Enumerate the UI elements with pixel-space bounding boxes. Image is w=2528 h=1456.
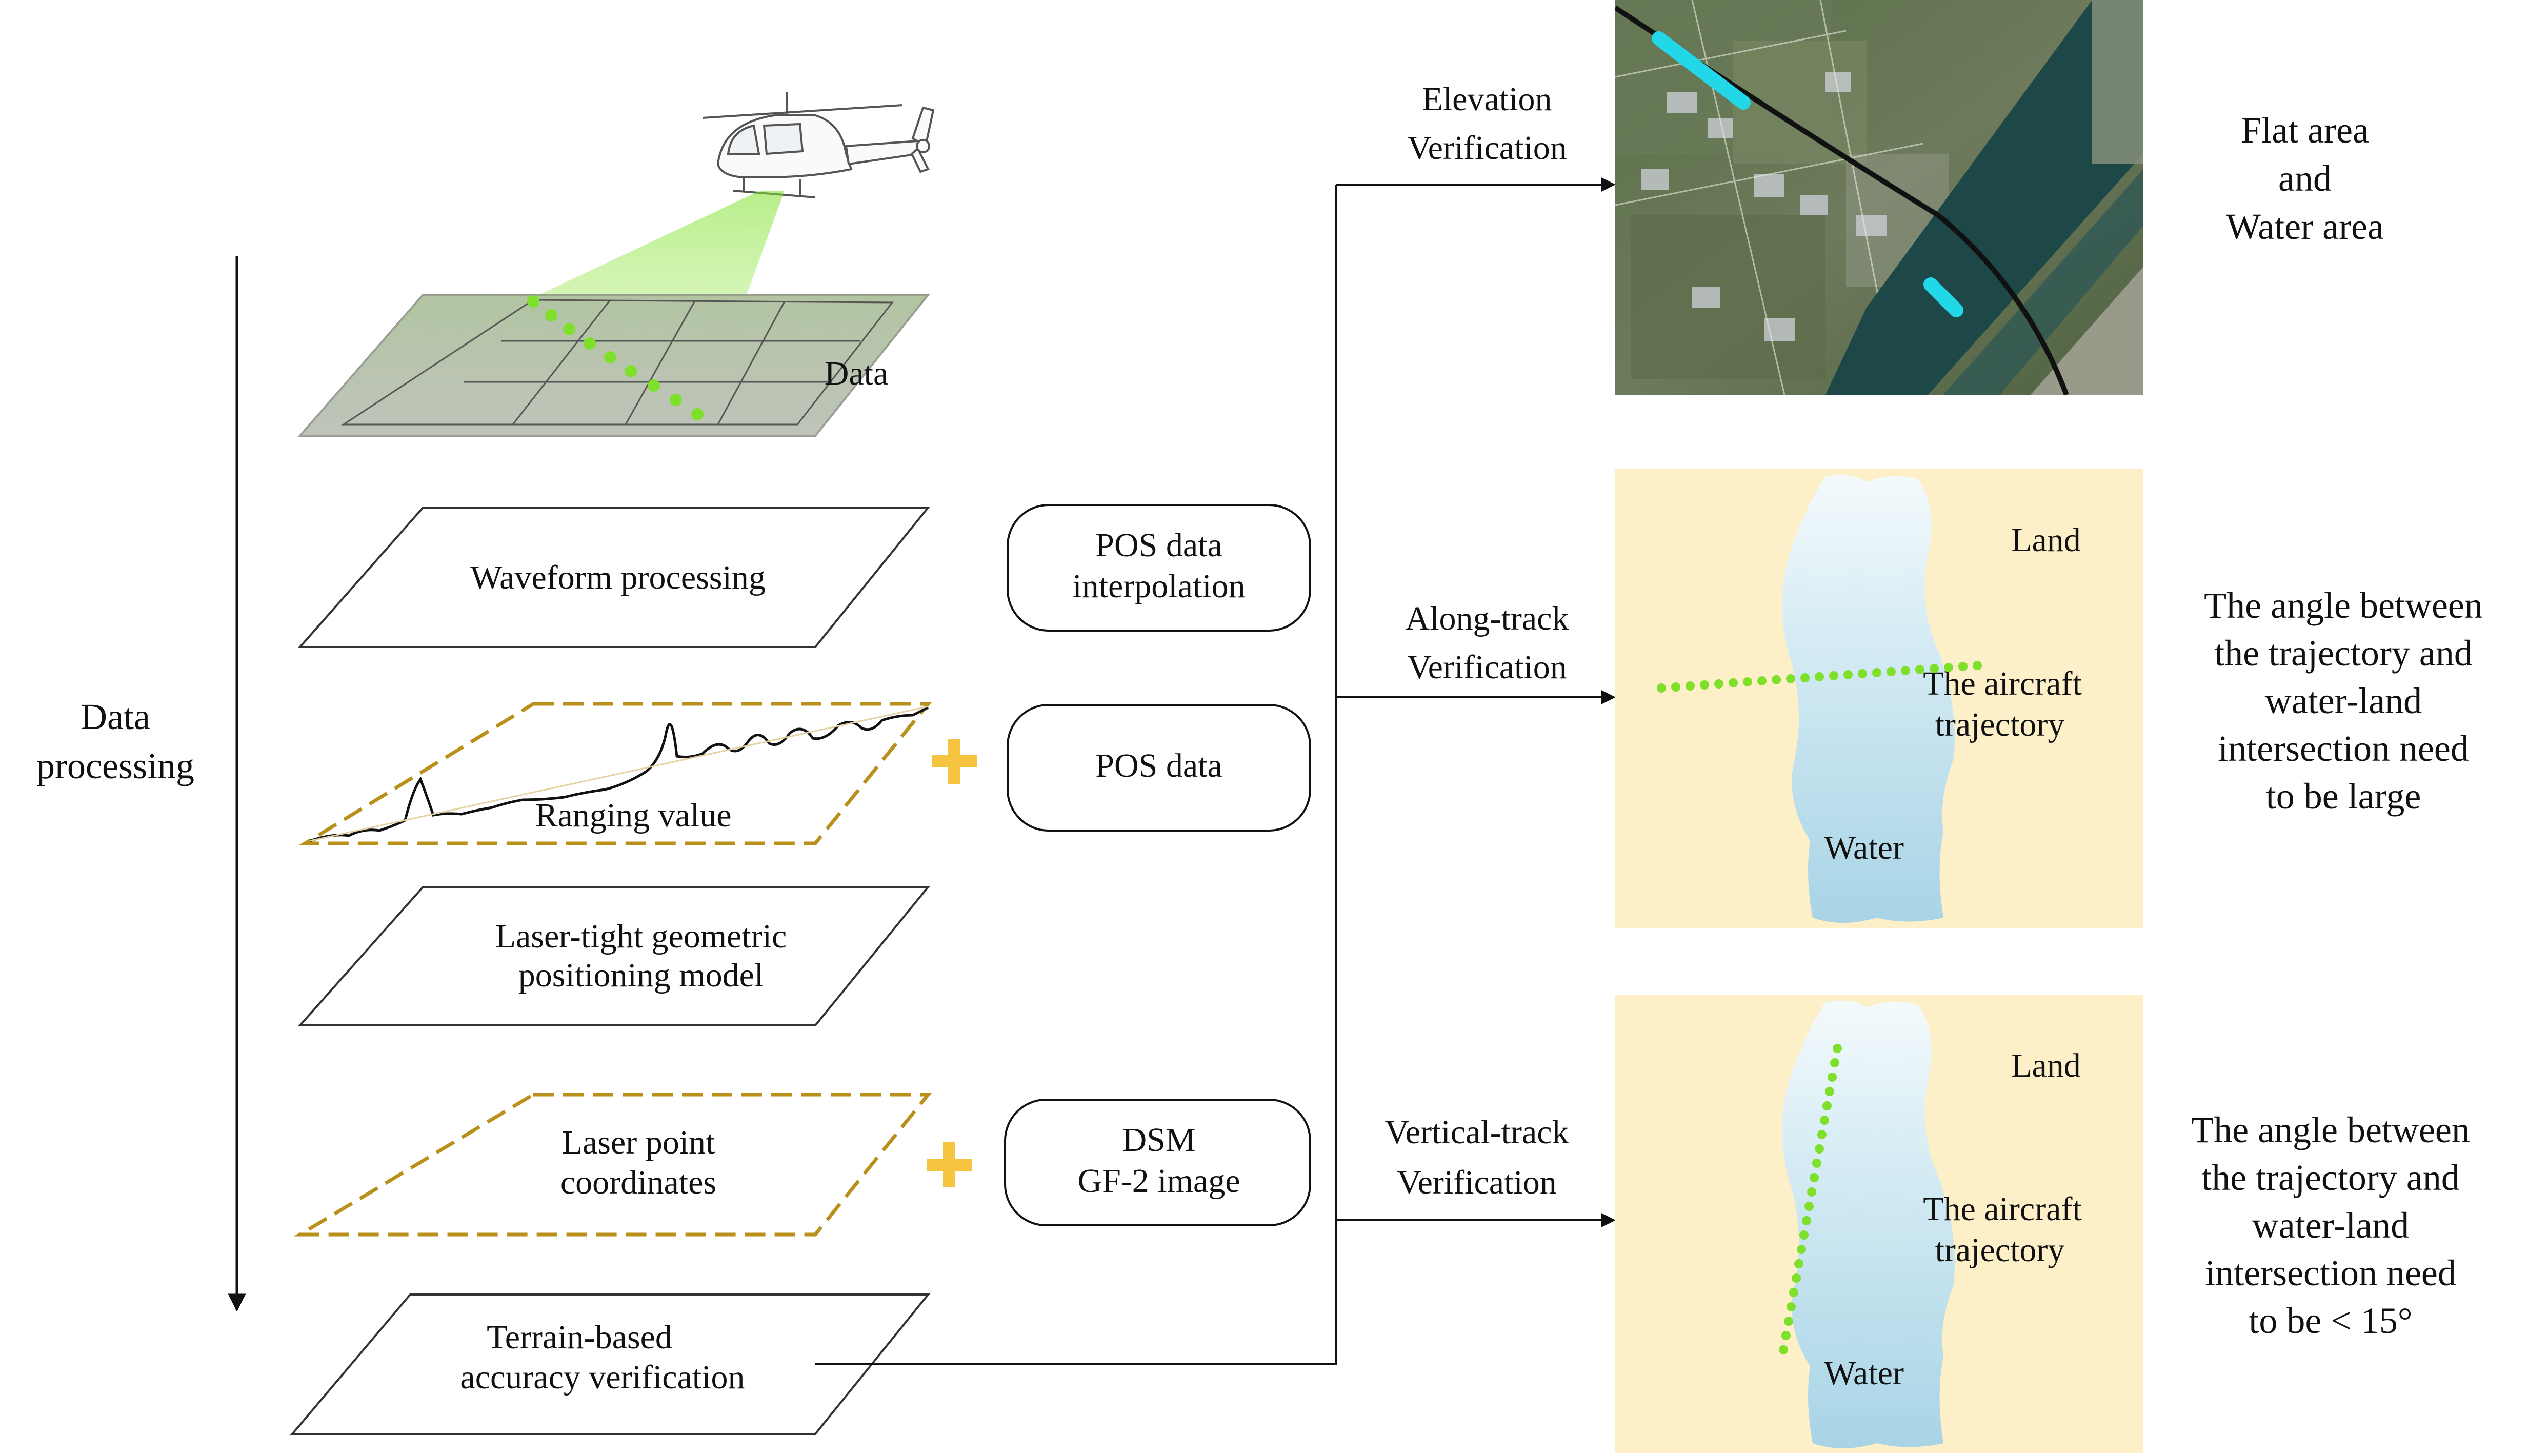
svg-text:Water area: Water area — [2226, 206, 2384, 247]
laser-footprint-dots — [527, 295, 704, 420]
data-processing-label-1: Data — [81, 696, 150, 737]
plus-icon — [932, 739, 977, 784]
svg-text:the trajectory and: the trajectory and — [2214, 633, 2473, 674]
along-track-verification-label-1: Along-track — [1406, 600, 1569, 637]
along-track-note: The angle between the trajectory and wat… — [2204, 585, 2483, 817]
waveform-curve — [310, 706, 929, 842]
trajectory-label-1: The aircraft — [1923, 1190, 2082, 1228]
svg-text:intersection need: intersection need — [2218, 728, 2469, 769]
vertical-track-note: The angle between the trajectory and wat… — [2191, 1109, 2470, 1341]
pos-interpolation-box — [1007, 504, 1311, 632]
trajectory-label-2: trajectory — [1935, 706, 2065, 743]
svg-text:intersection need: intersection need — [2205, 1252, 2456, 1293]
terrain-verification-box — [290, 1293, 931, 1435]
laser-point-coordinates-label-2: coordinates — [560, 1164, 716, 1201]
dsm-gf2-box — [1004, 1099, 1311, 1226]
svg-text:and: and — [2278, 158, 2332, 199]
svg-text:the trajectory and: the trajectory and — [2201, 1157, 2460, 1198]
along-track-verification-label-2: Verification — [1407, 649, 1567, 686]
plus-icon — [927, 1142, 972, 1187]
svg-text:The angle between: The angle between — [2204, 585, 2483, 626]
water-label: Water — [1824, 829, 1904, 866]
laser-tight-model-box — [297, 886, 931, 1026]
helicopter-icon — [702, 92, 935, 198]
pos-interpolation-label-2: interpolation — [1072, 568, 1245, 605]
waveform-processing-box — [297, 507, 931, 648]
terrain-verification-label-2: accuracy verification — [460, 1359, 745, 1396]
data-processing-label-2: processing — [36, 745, 194, 786]
svg-text:The angle between: The angle between — [2191, 1109, 2470, 1150]
svg-text:Flat area: Flat area — [2241, 110, 2369, 151]
waveform-processing-label: Waveform processing — [470, 559, 766, 596]
laser-tight-model-label-1: Laser-tight geometric — [495, 918, 787, 955]
terrain-connector — [815, 185, 1337, 1365]
laser-point-coordinates-box — [293, 1093, 932, 1237]
land-label: Land — [2011, 1047, 2081, 1084]
water-label: Water — [1824, 1354, 1904, 1392]
laser-tight-model-label-2: positioning model — [518, 957, 764, 994]
water-body — [1782, 1000, 1955, 1448]
svg-text:water-land: water-land — [2252, 1205, 2409, 1246]
svg-text:to be large: to be large — [2266, 776, 2421, 817]
elevation-verification-label-2: Verification — [1407, 129, 1567, 167]
svg-text:water-land: water-land — [2265, 680, 2422, 721]
pos-interpolation-label-1: POS data — [1095, 527, 1222, 564]
trajectory-dots — [1657, 661, 1982, 693]
data-grid-plane — [297, 294, 931, 437]
water-body — [1782, 475, 1955, 923]
trajectory-dots — [1779, 1044, 1842, 1354]
pos-data-box — [1007, 704, 1311, 832]
laser-point-coordinates-label-1: Laser point — [562, 1124, 715, 1161]
flat-area-note: Flat area and Water area — [2226, 110, 2384, 247]
terrain-verification-label-1: Terrain-based — [487, 1319, 672, 1356]
dsm-gf2-label-1: DSM — [1122, 1121, 1195, 1159]
waveform-baseline — [310, 705, 929, 842]
land-label: Land — [2011, 521, 2081, 559]
pos-data-label: POS data — [1095, 747, 1222, 784]
data-label: Data — [825, 355, 889, 392]
vertical-track-verification-label-1: Vertical-track — [1385, 1114, 1569, 1151]
ranging-value-label: Ranging value — [535, 797, 731, 834]
vertical-track-verification-label-2: Verification — [1397, 1164, 1557, 1201]
dsm-gf2-label-2: GF-2 image — [1077, 1162, 1240, 1200]
elevation-verification-label-1: Elevation — [1422, 80, 1552, 118]
svg-text:to be < 15°: to be < 15° — [2249, 1300, 2412, 1341]
trajectory-label-2: trajectory — [1935, 1231, 2065, 1269]
satellite-image — [1615, 0, 2143, 395]
